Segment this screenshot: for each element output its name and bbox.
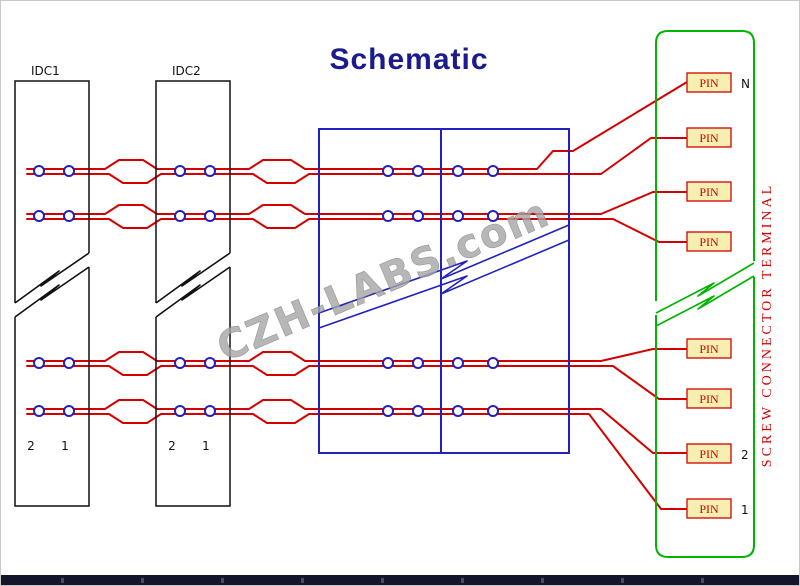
pin-label: PIN: [699, 185, 719, 199]
terminal-label: SCREW CONNECTOR TERMINAL: [760, 183, 775, 467]
idc1-label: IDC1: [31, 64, 60, 78]
wire-row1-b: [26, 137, 688, 184]
idc1-pin2-number: 2: [27, 439, 35, 453]
pin-box: [686, 443, 732, 464]
idc1-break-symbol: [14, 252, 90, 318]
idc2-connector: IDC2 2 1: [155, 64, 231, 507]
pin-box: [686, 72, 732, 93]
terminal-block: PIN N PIN PIN PIN PIN PIN PIN 2: [655, 30, 775, 558]
idc2-pin1-number: 1: [202, 439, 210, 453]
terminal-break-symbol: [655, 262, 755, 327]
pin-terminal-0: PIN N: [686, 72, 750, 93]
pin-side-label-1: 1: [741, 503, 749, 517]
wire-row2-b: [26, 218, 688, 243]
wire-row3-a: [26, 348, 688, 362]
pin-label: PIN: [699, 392, 719, 406]
terminal-outline-bottom: [655, 277, 755, 558]
wire-row1-a: [26, 81, 688, 170]
idc2-body-bottom: [155, 267, 231, 507]
pin-box: [686, 498, 732, 519]
pin-terminal-2: PIN: [686, 181, 732, 202]
pin-label: PIN: [699, 76, 719, 90]
middle-module-outline: [318, 128, 570, 454]
pin-box: [686, 338, 732, 359]
idc2-pin2-number: 2: [168, 439, 176, 453]
pin-terminal-3: PIN: [686, 231, 732, 252]
pin-box: [686, 231, 732, 252]
wire-row3-b: [26, 365, 688, 400]
pin-label: PIN: [699, 502, 719, 516]
wire-row4-b: [26, 413, 688, 510]
pin-terminal-6: PIN 2: [686, 443, 749, 464]
idc1-body-top: [14, 80, 90, 303]
wire-row4-a: [26, 399, 688, 454]
pin-label: PIN: [699, 342, 719, 356]
idc1-pin1-number: 1: [61, 439, 69, 453]
bottom-strip: [1, 575, 799, 585]
idc1-body-bottom: [14, 267, 90, 507]
contact-pads: [33, 165, 499, 417]
pin-label: PIN: [699, 235, 719, 249]
pin-terminal-7: PIN 1: [686, 498, 749, 519]
pin-terminal-4: PIN: [686, 338, 732, 359]
pin-box: [686, 181, 732, 202]
idc2-break-symbol: [155, 252, 231, 318]
wire-row2-a: [26, 191, 688, 215]
wiring: [26, 81, 688, 510]
pin-box: [686, 388, 732, 409]
idc2-label: IDC2: [172, 64, 201, 78]
pin-terminal-5: PIN: [686, 388, 732, 409]
pin-side-label-2: 2: [741, 448, 749, 462]
middle-module: [318, 128, 570, 454]
idc1-connector: IDC1 2 1: [14, 64, 90, 507]
idc2-body-top: [155, 80, 231, 303]
pin-box: [686, 127, 732, 148]
pin-label: PIN: [699, 131, 719, 145]
pin-side-label-n: N: [741, 77, 750, 91]
page-title: Schematic: [329, 43, 488, 76]
pin-terminal-1: PIN: [686, 127, 732, 148]
terminal-outline-top: [655, 30, 755, 301]
pin-label: PIN: [699, 447, 719, 461]
